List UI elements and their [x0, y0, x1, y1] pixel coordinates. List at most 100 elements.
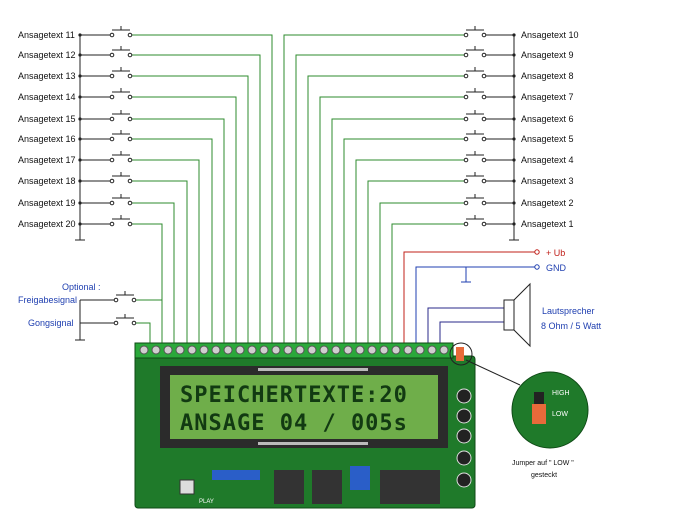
terminal-screw — [163, 345, 173, 355]
terminal-screw — [211, 345, 221, 355]
switch-label-right: Ansagetext 2 — [521, 198, 574, 208]
switch-label-right: Ansagetext 8 — [521, 71, 574, 81]
lcd-line-2: ANSAGE 04 / 005s — [180, 411, 408, 436]
switch-label-left: Ansagetext 15 — [18, 114, 76, 124]
terminal-screw — [247, 345, 257, 355]
side-button-2 — [456, 408, 472, 424]
optional-title: Optional : — [62, 282, 101, 292]
terminal-screw — [283, 345, 293, 355]
terminal-screw — [271, 345, 281, 355]
terminal-screw — [235, 345, 245, 355]
switch-contact — [127, 73, 133, 79]
terminal-screw — [139, 345, 149, 355]
switch-contact — [463, 52, 469, 58]
speaker: Lautsprecher 8 Ohm / 5 Watt — [427, 282, 602, 348]
signal-wire-right — [355, 159, 466, 344]
play-button — [179, 479, 195, 495]
signal-wire-left — [130, 223, 163, 344]
jumper-callout: HIGH LOW Jumper auf " LOW " gesteckt — [449, 342, 589, 479]
gong-contact-b — [131, 320, 137, 326]
gnd-terminal — [534, 264, 540, 270]
signal-wire-left — [130, 138, 213, 344]
signal-wire-right — [367, 180, 466, 344]
switch-contact — [127, 178, 133, 184]
signal-wire-right — [331, 118, 466, 344]
callout-line — [465, 359, 521, 386]
switch-contact — [481, 136, 487, 142]
switch-label-right: Ansagetext 10 — [521, 30, 579, 40]
blue-connector — [350, 466, 370, 490]
signal-wire-left — [130, 180, 188, 344]
switch-label-right: Ansagetext 7 — [521, 92, 574, 102]
terminal-screw — [403, 345, 413, 355]
terminal-screw — [187, 345, 197, 355]
switch-label-right: Ansagetext 3 — [521, 176, 574, 186]
lcd-line-1: SPEICHERTEXTE:20 — [180, 383, 408, 408]
speaker-body — [503, 299, 515, 331]
side-button-3 — [456, 428, 472, 444]
jumper-low: LOW — [552, 411, 568, 418]
switch-contact — [463, 136, 469, 142]
signal-wire-right — [343, 138, 466, 344]
switch-label-left: Ansagetext 17 — [18, 155, 76, 165]
signal-wire-right — [295, 54, 466, 344]
switch-label-left: Ansagetext 18 — [18, 176, 76, 186]
ic-3 — [380, 470, 440, 504]
switch-contact — [463, 221, 469, 227]
switch-contact — [481, 157, 487, 163]
terminal-screw — [259, 345, 269, 355]
gnd-label: GND — [546, 263, 567, 273]
signal-wire-left — [130, 96, 237, 344]
board-play-label: PLAY — [199, 499, 214, 505]
terminal-screw — [331, 345, 341, 355]
switch-contact — [481, 116, 487, 122]
switch-contact — [109, 200, 115, 206]
lcd-top-bar — [258, 368, 368, 371]
jumper-cap — [532, 404, 546, 424]
freigabe-contact-a — [113, 297, 119, 303]
terminal-screw — [343, 345, 353, 355]
switch-contact — [481, 52, 487, 58]
wires — [130, 34, 466, 344]
signal-wire-left — [130, 118, 225, 344]
ic-2 — [312, 470, 342, 504]
switch-contact — [109, 116, 115, 122]
switch-label-left: Ansagetext 13 — [18, 71, 76, 81]
switch-contact — [109, 157, 115, 163]
signal-wire-left — [130, 159, 200, 344]
jumper-small — [456, 347, 464, 361]
freigabe-wire — [136, 299, 163, 344]
switch-contact — [463, 157, 469, 163]
switch-label-left: Ansagetext 16 — [18, 134, 76, 144]
terminal-screw — [295, 345, 305, 355]
switch-label-right: Ansagetext 4 — [521, 155, 574, 165]
ub-wire — [403, 251, 535, 344]
optional-label-freigabe: Freigabesignal — [18, 295, 77, 305]
switch-contact — [127, 157, 133, 163]
signal-wire-right — [391, 223, 466, 344]
signal-wire-right — [379, 202, 466, 344]
switch-contact — [481, 178, 487, 184]
switch-contact — [463, 94, 469, 100]
jumper-caption-1: Jumper auf " LOW " — [512, 460, 574, 467]
switch-label-right: Ansagetext 5 — [521, 134, 574, 144]
switch-contact — [481, 221, 487, 227]
switch-contact — [463, 178, 469, 184]
terminal-screw — [391, 345, 401, 355]
terminal-screw — [307, 345, 317, 355]
terminal-screw — [367, 345, 377, 355]
switch-label-right: Ansagetext 6 — [521, 114, 574, 124]
terminal-screw — [427, 345, 437, 355]
side-button-1 — [456, 388, 472, 404]
terminal-screw — [223, 345, 233, 355]
switch-contact — [127, 32, 133, 38]
switch-label-left: Ansagetext 11 — [18, 30, 75, 40]
signal-wire-left — [130, 75, 249, 344]
switch-contact — [463, 32, 469, 38]
freigabe-contact-b — [131, 297, 137, 303]
switch-contact — [463, 116, 469, 122]
gong-contact-a — [113, 320, 119, 326]
switch-contact — [127, 136, 133, 142]
